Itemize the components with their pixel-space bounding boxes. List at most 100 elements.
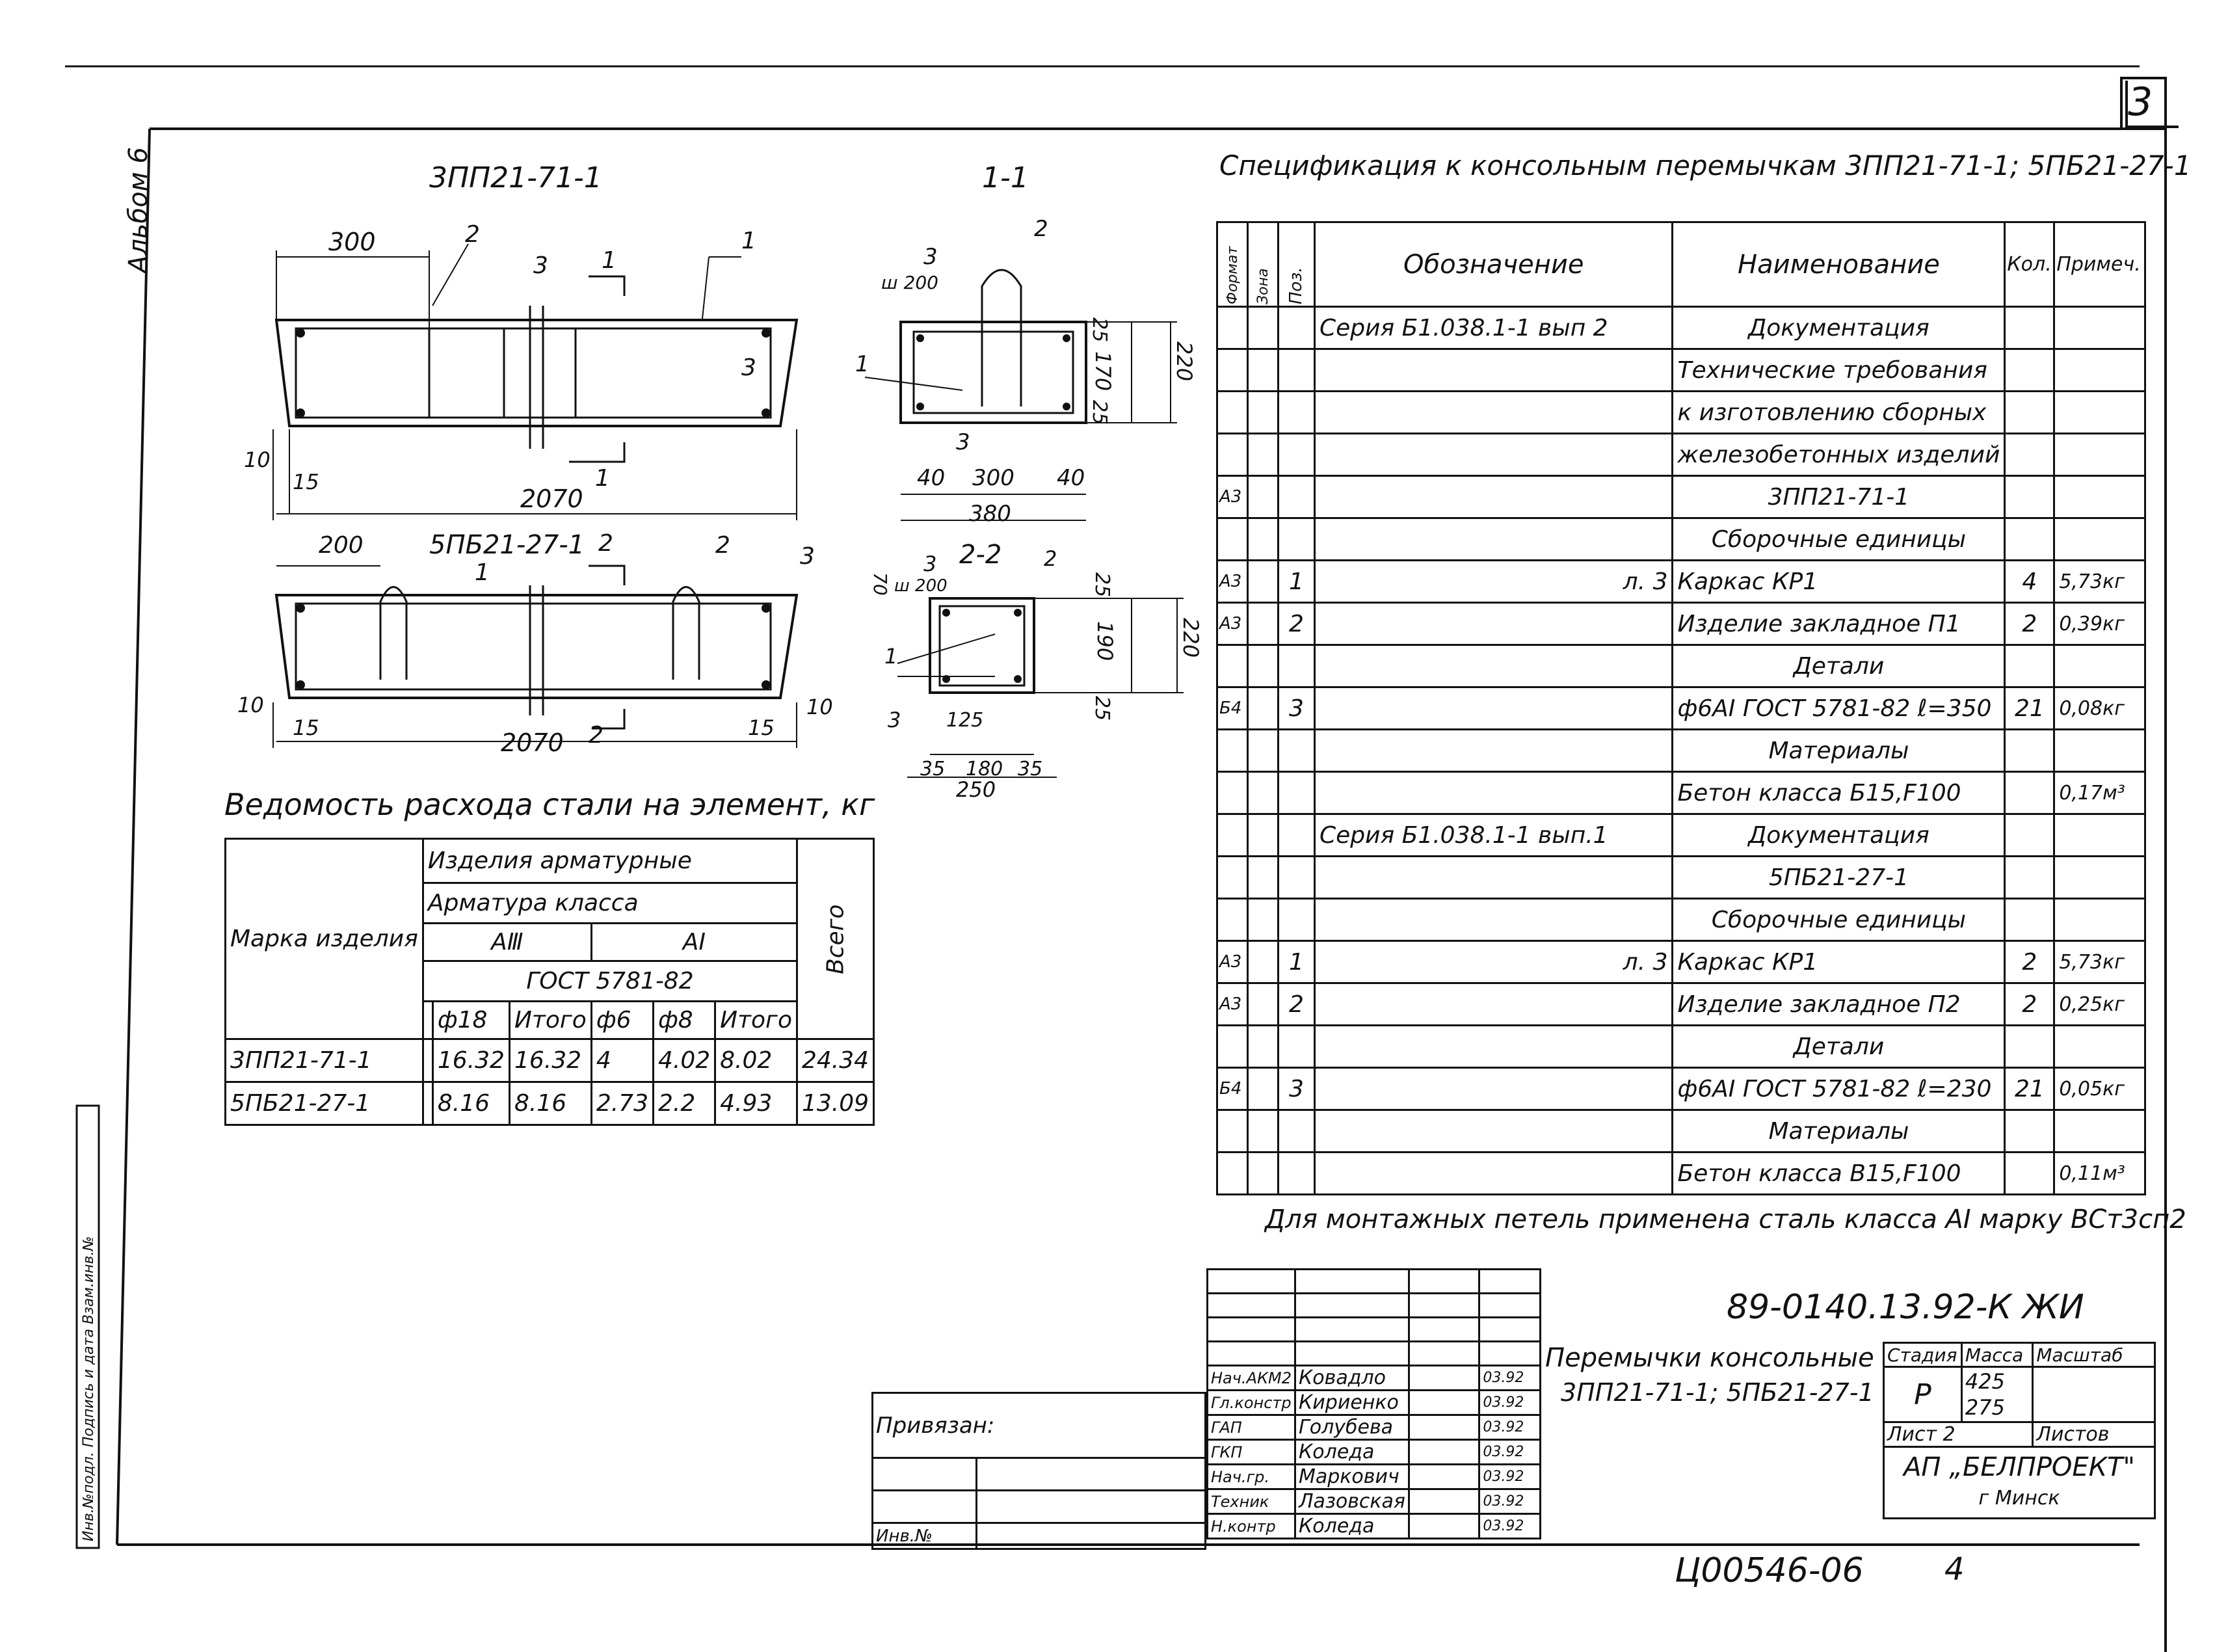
section-mark-1a: 1 (602, 247, 617, 274)
table-row: к изготовлению сборных (1215, 390, 2146, 434)
signer-name: Кириенко (1294, 1389, 1410, 1416)
stamp-title-1: Перемычки консольные (1545, 1343, 1874, 1373)
spec-cell-qty: 21 (2004, 686, 2056, 730)
spec-cell-qty: 2 (2004, 940, 2056, 984)
callout-2-sec2: 2 (1044, 546, 1057, 571)
dim-2070-bottom: 2070 (501, 728, 564, 757)
dim-70-sec2: 70 (869, 572, 891, 596)
note-text: Для монтажных петель применена сталь кла… (1265, 1205, 2186, 1234)
album-label: Альбом 6 (124, 147, 153, 273)
spec-cell-pos (1277, 1151, 1316, 1195)
spec-cell-zone (1247, 1109, 1279, 1153)
org-city: г Минск (1978, 1486, 2060, 1510)
spec-cell-name: Документация (1671, 306, 2006, 350)
spec-cell-format (1215, 855, 1249, 899)
beam-2-cage (295, 602, 772, 691)
dim-125: 125 (946, 709, 984, 732)
steel-sub-header: ф8 (652, 1000, 717, 1040)
spec-cell-note: 5,73кг (2053, 559, 2146, 604)
spec-cell-qty (2004, 1024, 2056, 1069)
steel-row-mark: 5ПБ21-27-1 (224, 1081, 424, 1126)
spec-cell-note (2053, 1024, 2146, 1069)
callout-3b-top: 3 (741, 354, 756, 381)
signer-signature (1407, 1414, 1481, 1441)
dim-300-sec: 300 (972, 465, 1015, 491)
dim-25-bottom-sec1: 25 (1088, 400, 1111, 425)
spec-cell-pos (1277, 898, 1316, 942)
table-row: 5ПБ21-27-1 (1215, 855, 2146, 899)
spec-cell-format: Б4 (1215, 686, 1249, 730)
signer-role: ГАП (1206, 1414, 1296, 1441)
spec-header-format: Формат (1217, 222, 1248, 307)
dim-180: 180 (966, 758, 1003, 780)
signer-date: 03.92 (1478, 1414, 1541, 1441)
spec-cell-pos: 1 (1277, 559, 1316, 604)
spec-cell-name: Документация (1671, 813, 2006, 857)
spec-cell-name: Изделие закладное П2 (1671, 982, 2006, 1026)
pitch-sec1: ш 200 (881, 272, 938, 293)
spec-cell-format (1215, 771, 1249, 815)
section-1-outline (899, 321, 1087, 424)
dim-15-bottom-right: 15 (748, 715, 775, 740)
spec-cell-zone (1247, 559, 1279, 604)
spec-cell-pos (1277, 390, 1316, 434)
spec-cell-designation (1313, 602, 1674, 646)
spec-cell-pos (1277, 1109, 1316, 1153)
spec-cell-designation (1313, 898, 1674, 942)
callout-1-sec2: 1 (884, 644, 898, 669)
table-row: Технические требования (1215, 348, 2146, 392)
callout-3-sec2: 3 (923, 552, 937, 576)
spec-cell-designation: Серия Б1.038.1-1 вып 2 (1313, 306, 1674, 350)
spec-cell-qty (2004, 517, 2056, 561)
spec-cell-qty (2004, 348, 2056, 392)
table-row: Детали (1215, 1024, 2146, 1069)
dim-15-bottom-left: 15 (293, 715, 319, 740)
scale-header: Масштаб (2032, 1342, 2156, 1368)
steel-sub-header: ф6 (590, 1000, 654, 1040)
dim-35-right: 35 (1018, 758, 1043, 780)
spec-cell-name: Технические требования (1671, 348, 2006, 392)
section-mark-1b: 1 (595, 465, 610, 492)
spec-cell-name: Каркас КР1 (1671, 559, 2006, 604)
spec-cell-note: 0,39кг (2053, 602, 2146, 646)
spec-cell-note (2053, 898, 2146, 942)
spec-cell-zone (1247, 1024, 1279, 1069)
section-mark-2b: 2 (589, 722, 603, 749)
signer-name: Коледа (1294, 1513, 1410, 1539)
callout-2-sec1: 2 (1034, 216, 1048, 242)
spec-cell-format (1215, 813, 1249, 857)
steel-cell: 16.32 (508, 1038, 592, 1083)
scale-value (2032, 1366, 2156, 1423)
steel-products-header: Изделия арматурные (421, 838, 799, 884)
steel-empty-sub (421, 1000, 434, 1040)
spec-cell-name: Бетон класса Б15,F100 (1671, 771, 2006, 815)
callout-2-bottom: 2 (715, 532, 730, 559)
spec-cell-name: ф6АⅠ ГОСТ 5781-82 ℓ=230 (1671, 1067, 2006, 1111)
spec-cell-note (2053, 475, 2146, 519)
spec-cell-format (1215, 348, 1249, 392)
spec-cell-qty: 4 (2004, 559, 2056, 604)
spec-header-pos: Поз. (1278, 222, 1315, 307)
spec-cell-name: ф6АⅠ ГОСТ 5781-82 ℓ=350 (1671, 686, 2006, 730)
spec-cell-format (1215, 644, 1249, 688)
spec-cell-pos (1277, 348, 1316, 392)
spec-cell-qty (2004, 728, 2056, 773)
spec-cell-zone (1247, 855, 1279, 899)
dim-10-bottom-left: 10 (237, 693, 264, 717)
spec-cell-zone (1247, 982, 1279, 1026)
signer-signature (1407, 1365, 1481, 1391)
callout-1-sec1: 1 (855, 351, 869, 377)
spec-cell-zone (1247, 1067, 1279, 1111)
spec-cell-zone (1247, 306, 1279, 350)
spec-cell-format (1215, 306, 1249, 350)
